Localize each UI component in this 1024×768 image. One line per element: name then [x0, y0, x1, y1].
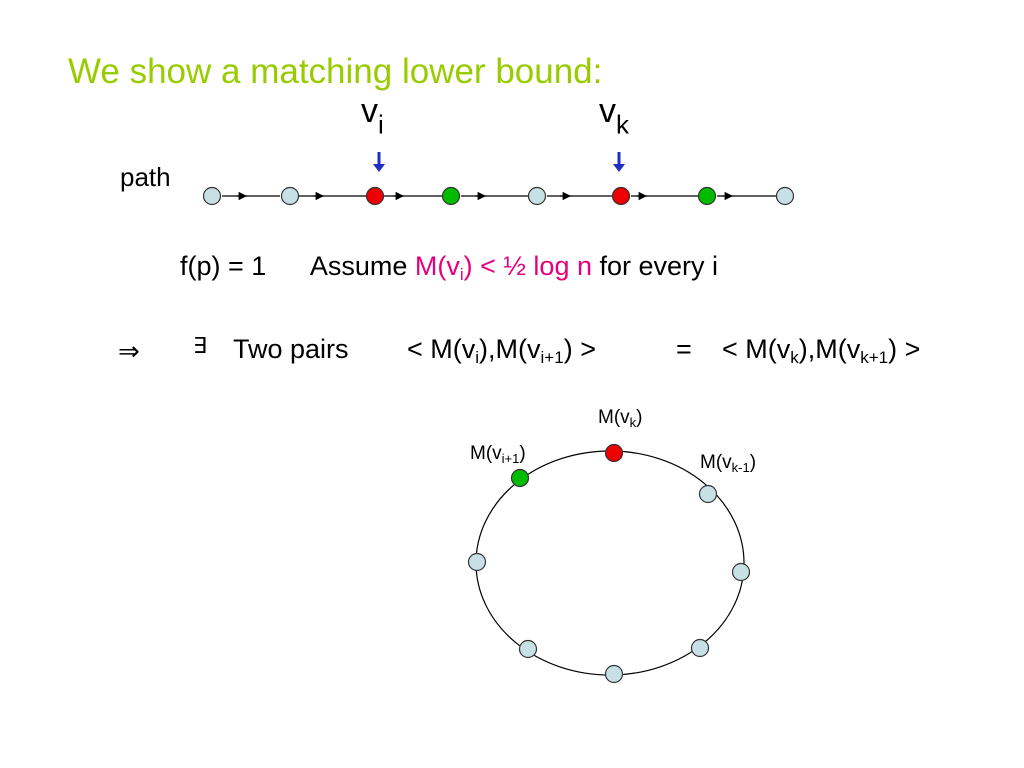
vi-label: vi: [361, 92, 384, 138]
assume-condition: M(vi) < ½ log n: [414, 251, 592, 285]
pair-two: < M(vk),M(vk+1) >: [722, 334, 921, 368]
node-green: [441, 186, 461, 206]
node-default: [731, 562, 751, 582]
assume-word: Assume: [309, 251, 408, 281]
vk-label-sub: k: [616, 109, 629, 140]
implies-symbol: ⇒: [118, 336, 140, 366]
node-default: [518, 639, 538, 659]
node-green: [510, 468, 530, 488]
vk-label: vk: [599, 92, 629, 138]
equals-sign: =: [676, 334, 692, 364]
node-red: [365, 186, 385, 206]
node-green: [697, 186, 717, 206]
node-default: [698, 484, 718, 504]
fp-text: f(p) = 1: [180, 251, 267, 281]
cycle-label-mvi1: M(vi+1): [470, 443, 526, 466]
node-default: [280, 186, 300, 206]
node-default: [527, 186, 547, 206]
node-red: [604, 443, 624, 463]
vk-label-base: v: [599, 92, 616, 130]
vi-pointer-arrow: [373, 152, 385, 172]
path-label: path: [120, 162, 171, 192]
assume-tail: for every i: [599, 251, 719, 281]
assume-line: f(p) = 1 Assume M(vi) < ½ log n for ever…: [180, 251, 719, 285]
node-default: [775, 186, 795, 206]
vi-label-base: v: [361, 92, 378, 130]
two-pairs-text: Two pairs: [233, 334, 349, 364]
cycle-label-mvk: M(vk): [598, 407, 643, 430]
cycle-label-mvk1: M(vk-1): [700, 452, 757, 475]
path-nodes: [202, 186, 795, 206]
exists-symbol: ∃: [193, 333, 207, 358]
node-red: [611, 186, 631, 206]
vk-pointer-arrow: [613, 152, 625, 172]
node-default: [690, 638, 710, 658]
node-default: [202, 186, 222, 206]
slide-title: We show a matching lower bound:: [68, 52, 603, 91]
cycle-nodes: [467, 443, 751, 684]
vi-label-sub: i: [378, 109, 384, 140]
pair-one: < M(vi),M(vi+1) >: [407, 334, 596, 368]
node-default: [467, 552, 487, 572]
node-default: [604, 664, 624, 684]
